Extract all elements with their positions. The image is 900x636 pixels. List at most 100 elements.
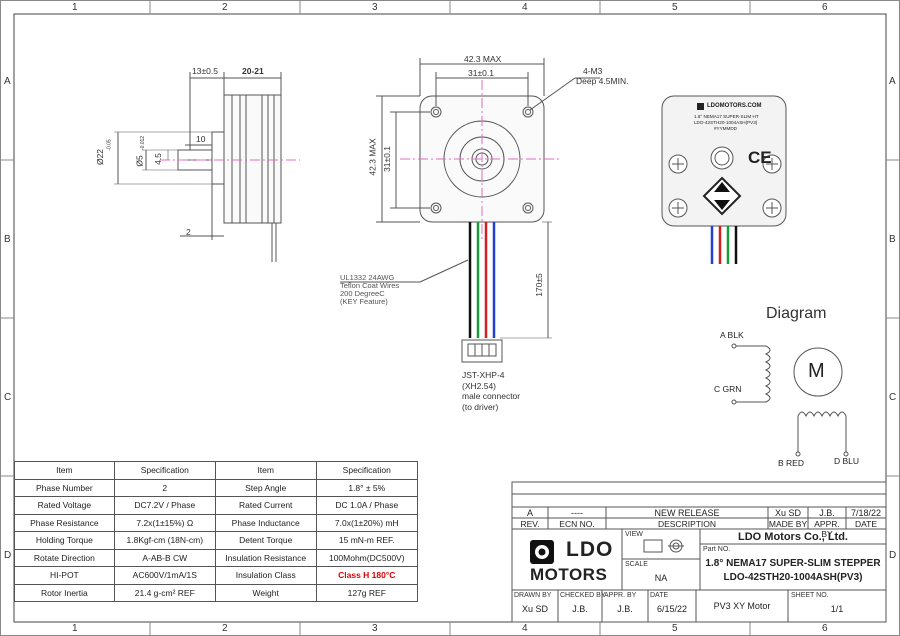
logo-ldo: LDO [566, 538, 614, 561]
zone-col-1-top: 1 [72, 2, 78, 13]
part-number: LDO-42STH20-1004ASH(PV3) [723, 572, 863, 583]
spec-cell: Rotor Inertia [14, 583, 115, 602]
dim-10: 10 [196, 134, 206, 144]
zone-col-6-bottom: 6 [822, 623, 828, 634]
dim-width-hole: 31±0.1 [468, 68, 494, 78]
zone-row-d-right: D [889, 550, 897, 561]
zone-row-b-left: B [4, 234, 11, 245]
spec-cell: Rated Voltage [14, 496, 115, 515]
spec-cell: Phase Resistance [14, 513, 115, 532]
zone-row-a-left: A [4, 76, 11, 87]
sheet-label: SHEET NO. [791, 592, 829, 599]
spec-cell: 100Mohm(DC500V) [315, 548, 419, 567]
spec-cell: 127g REF [315, 583, 419, 602]
back-label-line1: 1.8° NEMA17 SUPER-SLIM HT [694, 114, 759, 119]
zone-row-c-left: C [4, 392, 12, 403]
spec-cell: 15 mN-m REF. [315, 531, 419, 550]
zone-col-6-top: 6 [822, 2, 828, 13]
dim-d22-tol: -0.05 [106, 139, 113, 151]
scale-label: SCALE [625, 561, 648, 568]
diagram-title: Diagram [766, 305, 827, 322]
table-row: Rotor Inertia 21.4 g-cm² REF Weight 127g… [14, 583, 419, 602]
drawn-by-label: DRAWN BY [514, 592, 552, 599]
ecn-value: ---- [571, 508, 583, 518]
back-view [661, 95, 787, 264]
project-name: PV3 XY Motor [713, 601, 771, 611]
spec-cell: 7.2x(1±15%) Ω [113, 513, 216, 532]
logo-motors: MOTORS [530, 565, 608, 584]
zone-col-5-bottom: 5 [672, 623, 678, 634]
spec-cell: Detent Torque [214, 531, 317, 550]
approved-by-value: J.B. [617, 604, 633, 614]
made-by-value: Xu SD [774, 508, 801, 518]
diagram-a-label: A BLK [720, 330, 744, 340]
wiring-diagram [731, 343, 849, 457]
diagram-c-label: C GRN [714, 384, 742, 394]
wire-note: UL1332 24AWG Teflon Coat Wires 200 Degre… [340, 273, 400, 306]
rev-header: REV. [520, 519, 540, 529]
part-title: 1.8° NEMA17 SUPER-SLIM STEPPER [705, 558, 881, 569]
spec-cell: 1.8Kgf-cm (18N-cm) [113, 531, 216, 550]
zone-col-1-bottom: 1 [72, 623, 78, 634]
drawn-by-value: Xu SD [521, 604, 548, 614]
dim-d5: Ø5 [134, 155, 145, 167]
dim-20-21: 20-21 [242, 66, 264, 76]
zone-col-4-top: 4 [522, 2, 528, 13]
side-view [114, 72, 300, 262]
zone-row-a-right: A [889, 76, 896, 87]
ldo-logo-mark [530, 540, 554, 564]
screw-label: 4-M3 [583, 66, 603, 76]
table-row: Rotate Direction A-AB-B CW Insulation Re… [14, 548, 419, 567]
spec-cell-insulation-class: Class H 180°C [315, 566, 419, 585]
dim-height-hole: 31±0.1 [381, 146, 392, 172]
spec-cell: Rated Current [214, 496, 317, 515]
scale-value: NA [654, 573, 668, 583]
table-row: Rated Voltage DC7.2V / Phase Rated Curre… [14, 496, 419, 515]
rev-value: A [526, 508, 533, 518]
diagram-b-label: B RED [778, 458, 804, 468]
back-label-line3: #YYMMDD [714, 126, 737, 131]
diagram-d-label: D BLU [834, 456, 860, 466]
table-row: Holding Torque 1.8Kgf-cm (18N-cm) Detent… [14, 531, 419, 550]
back-label-line2: LDO-42STH20-1004ASH(PV3) [694, 120, 758, 125]
spec-cell: Step Angle [214, 478, 317, 497]
zone-col-2-top: 2 [222, 2, 228, 13]
zone-col-4-bottom: 4 [522, 623, 528, 634]
spec-table: Item Specification Item Specification Ph… [14, 461, 419, 602]
spec-cell: Phase Inductance [214, 513, 317, 532]
spec-cell: HI-POT [14, 566, 115, 585]
lead-length: 170±5 [533, 273, 544, 297]
spec-header-row: Item Specification Item Specification [14, 461, 419, 480]
spec-cell: Insulation Resistance [214, 548, 317, 567]
spec-header: Specification [315, 461, 419, 480]
screw-depth: Deep 4.5MIN. [576, 76, 629, 86]
zone-col-5-top: 5 [672, 2, 678, 13]
ce-mark: CE [748, 148, 772, 167]
spec-cell: Phase Number [14, 478, 115, 497]
checked-by-label: CHECKED BY [560, 592, 606, 599]
table-row: Phase Resistance 7.2x(1±15%) Ω Phase Ind… [14, 513, 419, 532]
spec-cell: Weight [214, 583, 317, 602]
dim-4-5: 4.5 [152, 153, 163, 165]
spec-header: Item [214, 461, 317, 480]
dim-d5-tol: -0.012 [140, 135, 147, 151]
dim-13: 13±0.5 [192, 66, 218, 76]
dim-2: 2 [186, 227, 191, 237]
spec-cell: DC 1.0A / Phase [315, 496, 419, 515]
title-block [511, 481, 887, 623]
spec-cell: Rotate Direction [14, 548, 115, 567]
ecn-header: ECN NO. [559, 519, 595, 529]
dim-d22: Ø22 [95, 148, 106, 166]
front-view [340, 58, 600, 363]
part-no-label: Part NO. [703, 546, 731, 553]
spec-cell: 1.8° ± 5% [315, 478, 419, 497]
spec-cell: 2 [113, 478, 216, 497]
company-name: LDO Motors Co., Ltd. [738, 531, 848, 543]
date-label: DATE [650, 592, 669, 599]
table-row: Phase Number 2 Step Angle 1.8° ± 5% [14, 478, 419, 497]
back-label-website: LDOMOTORS.COM [707, 103, 762, 109]
spec-cell: Insulation Class [214, 566, 317, 585]
spec-header: Item [14, 461, 115, 480]
dim-width-max: 42.3 MAX [464, 54, 502, 64]
